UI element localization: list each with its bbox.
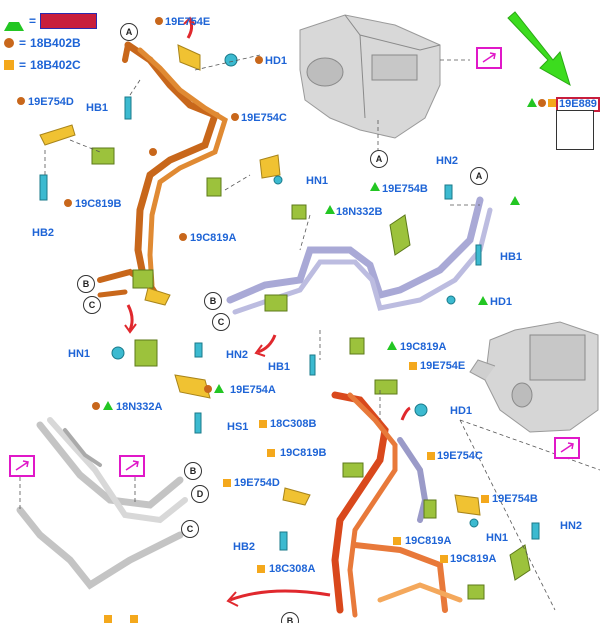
part-label[interactable]: 18C308A bbox=[269, 563, 316, 575]
part-label[interactable]: HN1 bbox=[486, 532, 509, 544]
callout-marker[interactable]: B bbox=[77, 275, 95, 293]
part-label[interactable]: 19E754D bbox=[28, 96, 74, 108]
callout-marker[interactable]: C bbox=[181, 520, 199, 538]
hvac-housing-right bbox=[469, 321, 599, 433]
part-label[interactable]: HS1 bbox=[227, 421, 249, 433]
legend-row-circle: = 18B402B bbox=[4, 32, 97, 54]
legend-code-circle: 18B402B bbox=[30, 36, 81, 50]
part-label[interactable]: HB1 bbox=[86, 102, 109, 114]
view-icons bbox=[9, 47, 580, 477]
part-label[interactable]: 19C819A bbox=[405, 535, 452, 547]
part-label[interactable]: 19E754B bbox=[492, 493, 538, 505]
legend-equals: = bbox=[19, 36, 27, 50]
part-label[interactable]: 19C819A bbox=[450, 553, 497, 565]
label-markers bbox=[17, 17, 556, 623]
part-label[interactable]: HB1 bbox=[500, 251, 523, 263]
part-label[interactable]: 18C308B bbox=[270, 418, 317, 430]
legend-row-triangle: = 18B402A bbox=[4, 10, 97, 32]
part-label[interactable]: HB2 bbox=[233, 541, 256, 553]
symbol-legend: = 18B402A = 18B402B = 18B402C bbox=[4, 10, 97, 76]
green-triangle-icon bbox=[4, 12, 24, 31]
lavender-hose-middle bbox=[226, 196, 493, 315]
callout-marker[interactable]: A bbox=[120, 23, 138, 41]
part-label[interactable]: HN1 bbox=[68, 348, 91, 360]
yellow-square-icon bbox=[4, 60, 14, 70]
red-hose-lower bbox=[331, 391, 463, 618]
legend-code-square: 18B402C bbox=[30, 58, 81, 72]
part-label[interactable]: 19E754B bbox=[382, 183, 428, 195]
part-label[interactable]: HB2 bbox=[32, 227, 55, 239]
part-label[interactable]: HD1 bbox=[450, 405, 473, 417]
part-label[interactable]: HB1 bbox=[268, 361, 291, 373]
legend-equals: = bbox=[19, 58, 27, 72]
part-label[interactable]: HN2 bbox=[436, 155, 459, 167]
leader-lines bbox=[19, 54, 600, 611]
yellow-brackets bbox=[39, 44, 481, 516]
green-brackets bbox=[91, 147, 531, 600]
part-label[interactable]: 18N332A bbox=[116, 401, 163, 413]
green-pointer-arrow bbox=[507, 11, 571, 87]
part-label[interactable]: 19C819B bbox=[75, 198, 122, 210]
hvac-housing-top bbox=[299, 14, 441, 139]
part-label[interactable]: 19C819A bbox=[190, 232, 237, 244]
callout-marker[interactable]: A bbox=[370, 150, 388, 168]
callout-marker[interactable]: B bbox=[204, 292, 222, 310]
part-label[interactable]: HN1 bbox=[306, 175, 329, 187]
part-label[interactable]: 19C819B bbox=[280, 447, 327, 459]
legend-code-triangle: 18B402A bbox=[40, 13, 97, 29]
part-label[interactable]: HD1 bbox=[490, 296, 513, 308]
red-direction-arrows bbox=[124, 16, 411, 607]
part-label[interactable]: 19E754E bbox=[420, 360, 466, 372]
cyan-fasteners bbox=[39, 53, 540, 551]
gray-hose-bottom-left bbox=[16, 417, 188, 590]
part-label[interactable]: 19E754E bbox=[165, 16, 211, 28]
part-label[interactable]: HN2 bbox=[226, 349, 249, 361]
callout-marker[interactable]: C bbox=[212, 313, 230, 331]
part-label[interactable]: 18N332B bbox=[336, 206, 383, 218]
part-label[interactable]: HD1 bbox=[265, 55, 288, 67]
callout-marker[interactable]: A bbox=[470, 167, 488, 185]
part-label[interactable]: 19C819A bbox=[400, 341, 447, 353]
legend-equals: = bbox=[29, 14, 37, 28]
part-label[interactable]: 19E754C bbox=[437, 450, 483, 462]
orange-circle-icon bbox=[4, 38, 14, 48]
part-label[interactable]: HN2 bbox=[560, 520, 583, 532]
callout-marker[interactable]: C bbox=[83, 296, 101, 314]
part-label[interactable]: 19E754A bbox=[230, 384, 276, 396]
part-label[interactable]: 19E754C bbox=[241, 112, 287, 124]
legend-row-square: = 18B402C bbox=[4, 54, 97, 76]
callout-marker[interactable]: B bbox=[184, 462, 202, 480]
highlighted-part-box[interactable] bbox=[556, 110, 594, 150]
orange-hose-left bbox=[97, 41, 228, 303]
callout-marker[interactable]: D bbox=[191, 485, 209, 503]
part-label[interactable]: 19E754D bbox=[234, 477, 280, 489]
callout-marker[interactable]: B bbox=[281, 612, 299, 623]
